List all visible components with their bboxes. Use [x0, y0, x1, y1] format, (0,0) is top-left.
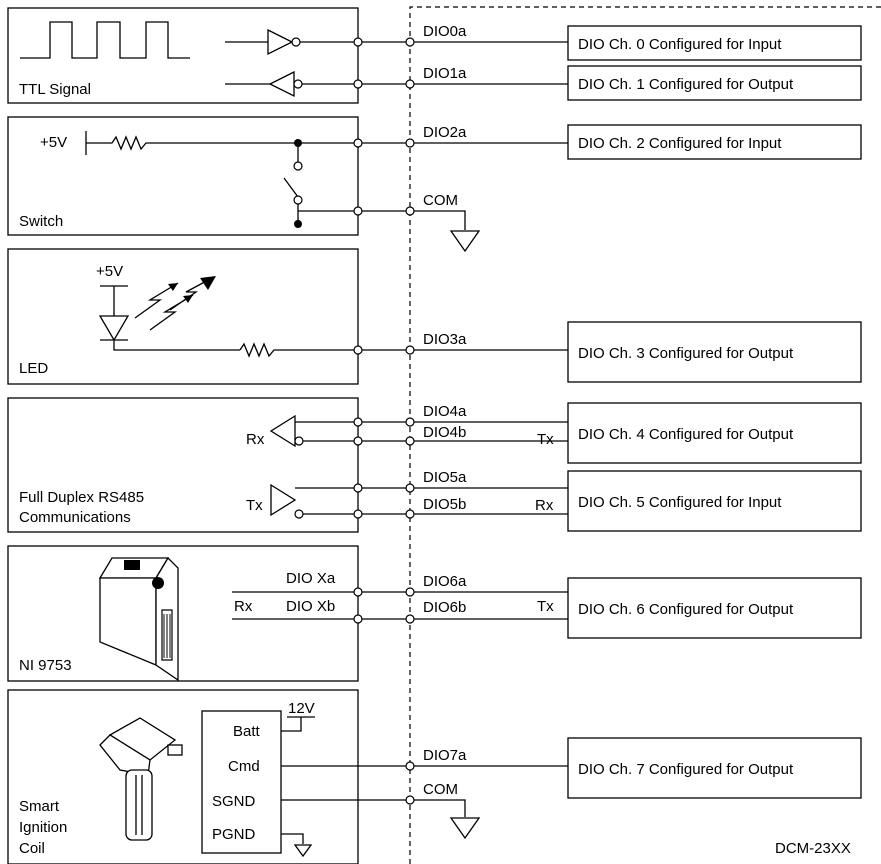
cmd-label: Cmd — [228, 758, 260, 775]
panel-label-ttl: TTL Signal — [19, 81, 91, 98]
channel-label-3: DIO Ch. 3 Configured for Output — [578, 345, 794, 362]
ni-rx-label: Rx — [234, 598, 253, 615]
light-arrow-icon — [183, 295, 193, 303]
panel-label-rs485-2: Communications — [19, 509, 131, 526]
led-resistor-icon — [239, 342, 568, 358]
batt-label: Batt — [233, 723, 261, 740]
panel-switch — [7, 116, 359, 236]
tx-label-ch6: Tx — [537, 598, 554, 615]
channel-box-6 — [567, 577, 862, 639]
channel-label-6: DIO Ch. 6 Configured for Output — [578, 601, 794, 618]
buffer-bubble-icon — [293, 79, 303, 89]
rx-label-ch5: Rx — [535, 497, 554, 514]
pin-dio5a: DIO5a — [423, 469, 467, 486]
plus5v-label: +5V — [40, 134, 67, 151]
channel-box-2 — [567, 124, 862, 160]
pin-dio2a: DIO2a — [423, 124, 467, 141]
square-wave-icon — [20, 21, 190, 59]
diagram-code: DCM-23XX — [775, 840, 851, 857]
ni9753-module-icon — [98, 556, 179, 682]
junctions-left — [353, 37, 363, 624]
pgnd-wire — [281, 833, 304, 844]
receiver-icon — [269, 414, 296, 448]
light-arrow-icon — [168, 283, 178, 291]
v12-label: 12V — [288, 700, 315, 717]
ground-icon — [449, 817, 481, 840]
channel-label-0: DIO Ch. 0 Configured for Input — [578, 36, 782, 53]
pin-dio3a: DIO3a — [423, 331, 467, 348]
junction-dot — [294, 220, 302, 228]
pgnd-label: PGND — [212, 826, 256, 843]
channel-label-1: DIO Ch. 1 Configured for Output — [578, 76, 794, 93]
junctions-module — [405, 37, 415, 805]
light-ray-icon — [134, 282, 179, 319]
ground-icon — [449, 230, 481, 253]
led-lead-bottom — [113, 340, 240, 351]
driver-icon — [270, 483, 297, 517]
channel-label-4: DIO Ch. 4 Configured for Output — [578, 426, 794, 443]
panel-label-ignition-3: Coil — [19, 840, 45, 857]
panel-label-ignition-1: Smart — [19, 798, 60, 815]
channel-box-1 — [567, 65, 862, 101]
tx-label: Tx — [246, 497, 263, 514]
pin-dio4b: DIO4b — [423, 424, 466, 441]
panel-label-switch: Switch — [19, 213, 63, 230]
led-plus5v-label: +5V — [96, 263, 123, 280]
rx-label: Rx — [246, 431, 265, 448]
switch-contact-icon — [293, 161, 303, 171]
pin-com-2: COM — [423, 781, 458, 798]
channel-label-5: DIO Ch. 5 Configured for Input — [578, 494, 782, 511]
driver-bubble-icon — [294, 509, 304, 519]
pin-dio1a: DIO1a — [423, 65, 467, 82]
pin-dio6b: DIO6b — [423, 599, 466, 616]
buffer-right-icon — [267, 28, 294, 56]
wire-com-2 — [281, 799, 466, 817]
channel-label-2: DIO Ch. 2 Configured for Input — [578, 135, 782, 152]
resistor-icon — [86, 135, 568, 151]
channel-label-7: DIO Ch. 7 Configured for Output — [578, 761, 794, 778]
panel-label-ni9753: NI 9753 — [19, 657, 72, 674]
channel-box-3 — [567, 321, 862, 383]
ignition-connector-box — [201, 710, 282, 854]
channel-box-7 — [567, 737, 862, 799]
dio-xa-label: DIO Xa — [286, 570, 336, 587]
buffer-bubble-icon — [291, 37, 301, 47]
sgnd-label: SGND — [212, 793, 256, 810]
tx-label-ch4: Tx — [537, 431, 554, 448]
led-diode-icon — [98, 315, 130, 342]
pin-dio4a: DIO4a — [423, 403, 467, 420]
channel-box-0 — [567, 25, 862, 61]
panel-led — [7, 248, 359, 385]
channel-box-5 — [567, 470, 862, 532]
panel-label-led: LED — [19, 360, 48, 377]
pin-dio5b: DIO5b — [423, 496, 466, 513]
panel-label-ignition-2: Ignition — [19, 819, 67, 836]
light-ray-icon — [169, 277, 213, 311]
pgnd-ground-icon — [293, 844, 313, 858]
panel-label-rs485-1: Full Duplex RS485 — [19, 489, 144, 506]
panel-ni9753 — [7, 545, 359, 682]
panel-ignition — [7, 689, 359, 864]
dio-xb-label: DIO Xb — [286, 598, 335, 615]
batt-supply-wire — [281, 716, 315, 732]
pin-dio0a: DIO0a — [423, 23, 467, 40]
switch-contact-icon — [293, 195, 303, 205]
switch-blade-icon — [283, 177, 299, 198]
pin-com-1: COM — [423, 192, 458, 209]
pin-dio6a: DIO6a — [423, 573, 467, 590]
light-arrow-icon — [200, 276, 216, 290]
ignition-coil-icon — [99, 717, 183, 841]
pin-dio7a: DIO7a — [423, 747, 467, 764]
receiver-bubble-icon — [294, 436, 304, 446]
module-boundary — [409, 6, 881, 864]
channel-box-4 — [567, 402, 862, 464]
